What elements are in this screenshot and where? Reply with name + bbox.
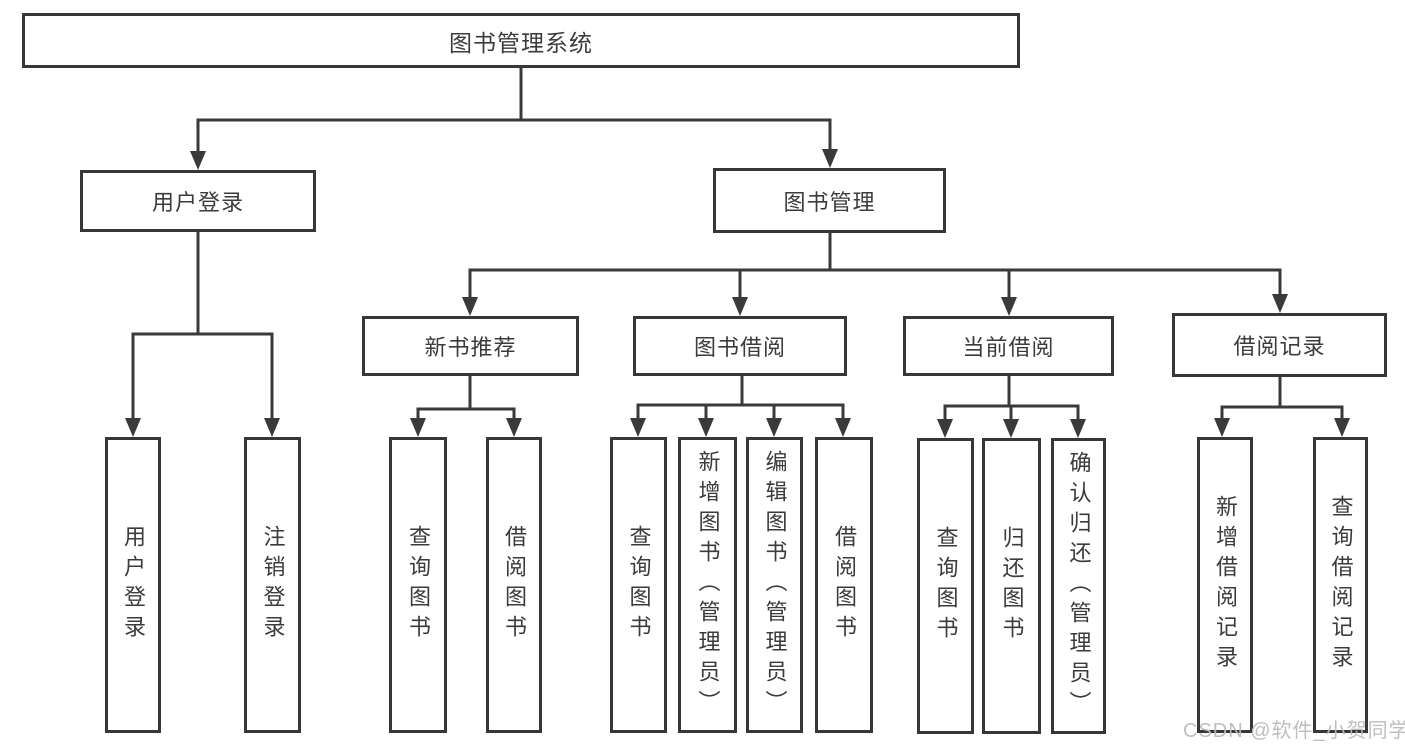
node-current-borrow: 当前借阅 bbox=[903, 316, 1114, 376]
node-leaf-add-books-admin: 新增图书（管理员） bbox=[678, 437, 737, 733]
node-label: 用户登录 bbox=[151, 190, 244, 215]
node-user-login: 用户登录 bbox=[80, 170, 316, 232]
node-leaf-edit-books-admin: 编辑图书（管理员） bbox=[746, 437, 803, 733]
node-label: 归还图书 bbox=[999, 526, 1025, 646]
node-root-system: 图书管理系统 bbox=[22, 13, 1020, 68]
node-borrow-records: 借阅记录 bbox=[1172, 313, 1387, 377]
node-label: 新增图书（管理员） bbox=[695, 450, 721, 720]
node-leaf-add-borrow-record: 新增借阅记录 bbox=[1197, 437, 1253, 733]
node-label: 查询图书 bbox=[626, 525, 652, 645]
node-leaf-borrow-books-recommend: 借阅图书 bbox=[486, 437, 542, 733]
node-label: 用户登录 bbox=[121, 525, 146, 645]
node-leaf-logout: 注销登录 bbox=[244, 437, 301, 733]
node-leaf-query-books-current: 查询图书 bbox=[917, 438, 974, 734]
node-label: 新书推荐 bbox=[424, 335, 517, 360]
node-book-borrow: 图书借阅 bbox=[633, 316, 847, 376]
node-label: 图书借阅 bbox=[693, 335, 786, 360]
node-label: 图书管理 bbox=[783, 189, 876, 215]
node-label: 借阅记录 bbox=[1233, 334, 1326, 359]
node-leaf-query-books-borrow: 查询图书 bbox=[610, 437, 667, 733]
csdn-watermark: CSDN @软件_小贺同学 bbox=[1183, 720, 1405, 742]
node-label: 查询图书 bbox=[406, 525, 431, 645]
node-label: 借阅图书 bbox=[832, 525, 857, 645]
node-label: 图书管理系统 bbox=[449, 29, 593, 56]
node-label: 查询图书 bbox=[933, 526, 959, 646]
node-leaf-return-books: 归还图书 bbox=[982, 438, 1041, 734]
node-new-book-recommend: 新书推荐 bbox=[362, 316, 579, 376]
node-label: 借阅图书 bbox=[502, 525, 527, 645]
node-label: 注销登录 bbox=[260, 525, 286, 645]
node-book-management: 图书管理 bbox=[713, 168, 946, 233]
node-label: 当前借阅 bbox=[962, 335, 1055, 360]
node-label: 确认归还（管理员） bbox=[1066, 451, 1092, 721]
node-leaf-query-borrow-record: 查询借阅记录 bbox=[1313, 437, 1368, 733]
node-leaf-user-login: 用户登录 bbox=[105, 437, 161, 733]
node-label: 查询借阅记录 bbox=[1328, 495, 1354, 675]
node-label: 新增借阅记录 bbox=[1213, 495, 1238, 675]
node-leaf-query-books-recommend: 查询图书 bbox=[389, 437, 447, 733]
node-leaf-confirm-return-admin: 确认归还（管理员） bbox=[1051, 438, 1106, 734]
node-label: 编辑图书（管理员） bbox=[762, 450, 788, 720]
node-leaf-borrow-books: 借阅图书 bbox=[815, 437, 873, 733]
